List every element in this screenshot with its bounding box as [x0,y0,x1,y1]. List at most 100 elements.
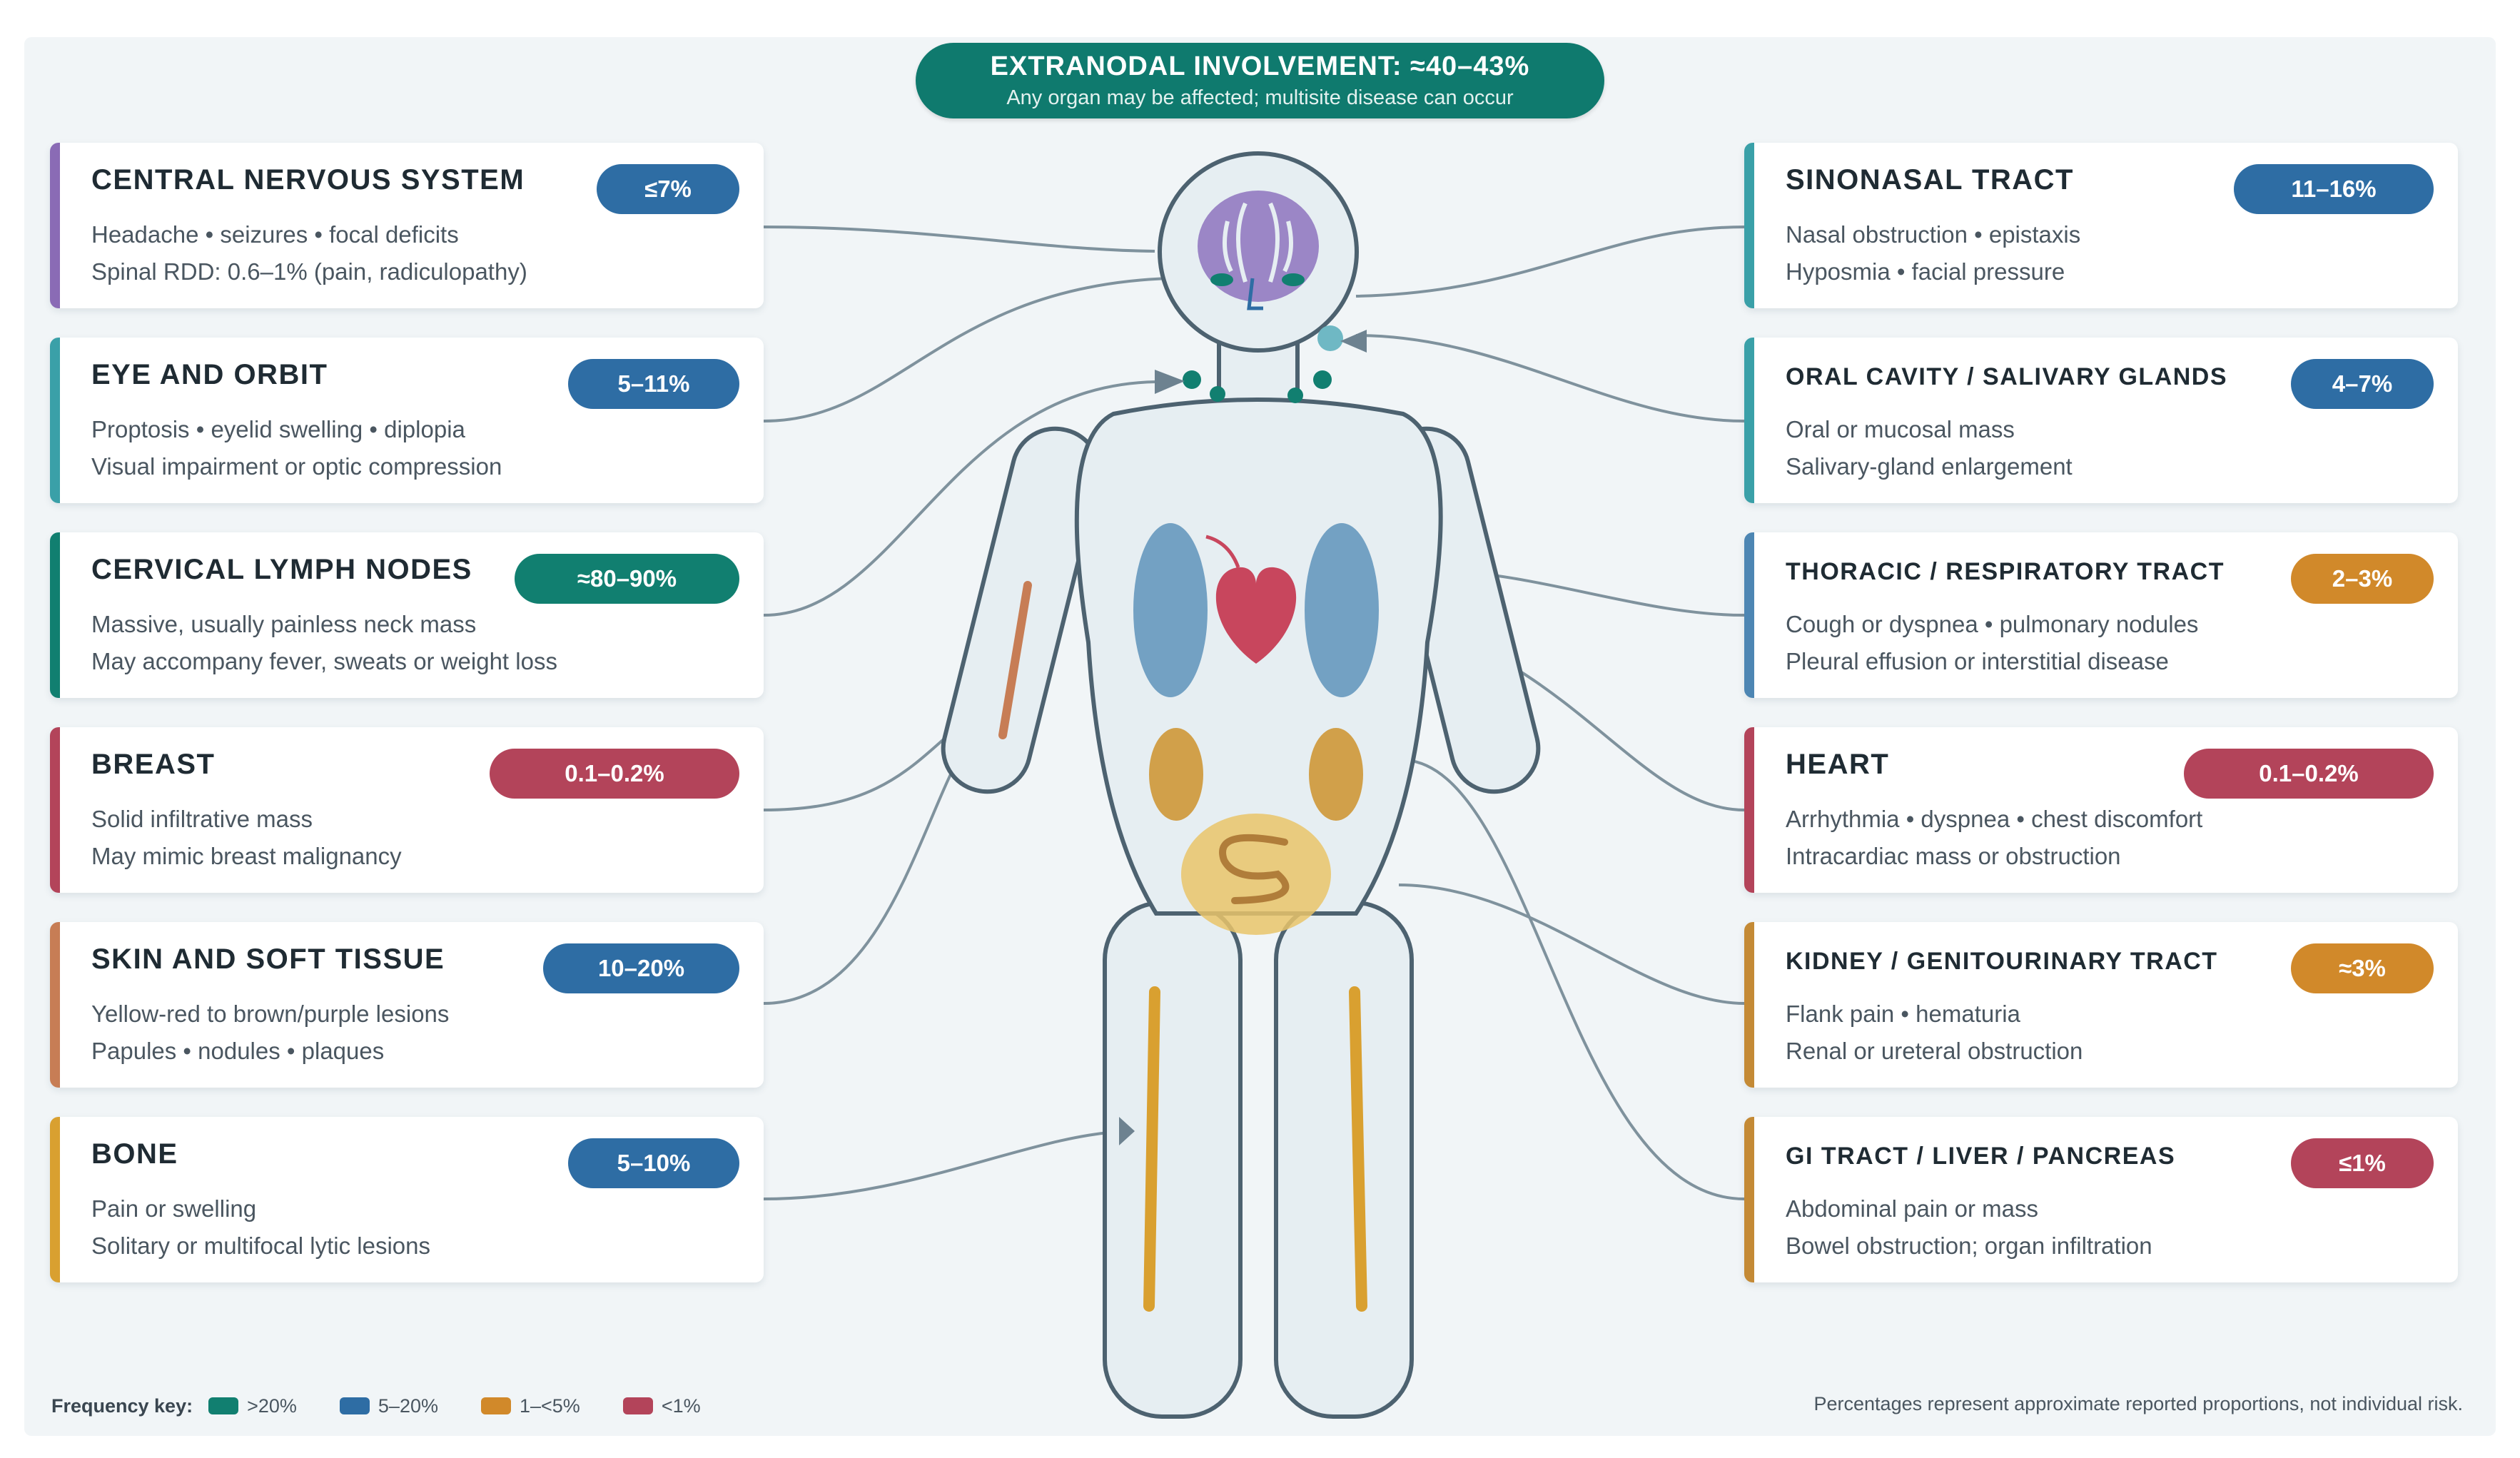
frequency-key-title: Frequency key: [51,1394,193,1417]
connector-cervical [763,380,1157,617]
card-title: HEART [1786,749,1890,780]
header-title: EXTRANODAL INVOLVEMENT: ≈40–43% [990,51,1530,81]
key-item: 5–20% [339,1394,438,1417]
card-title: ORAL CAVITY / SALIVARY GLANDS [1786,363,2228,390]
card-heart: HEART 0.1–0.2% Arrhythmia • dyspnea • ch… [1744,727,2458,893]
lymph-node [1210,386,1225,402]
card-title: SKIN AND SOFT TISSUE [91,943,445,975]
card-detail: Intracardiac mass or obstruction [1786,843,2121,869]
key-item: >20% [208,1395,297,1417]
connector-oral [1355,334,1745,422]
card-title: BREAST [91,749,216,780]
connector-eye [763,277,1171,422]
key-label: 1–<5% [519,1394,580,1417]
card-detail: Solid infiltrative mass [91,806,313,832]
connector-kidney [1398,884,1745,1005]
card-detail: Spinal RDD: 0.6–1% (pain, radiculopathy) [91,258,527,285]
right-bone-mark [1349,986,1367,1312]
card-detail: Solitary or multifocal lytic lesions [91,1232,430,1259]
card-detail: Massive, usually painless neck mass [91,611,477,637]
left-kidney [1149,728,1203,821]
card-kidney-genitourinary-tract: KIDNEY / GENITOURINARY TRACT ≈3% Flank p… [1744,922,2458,1088]
frequency-badge: 5–10% [568,1138,739,1188]
card-skin-and-soft-tissue: SKIN AND SOFT TISSUE 10–20% Yellow-red t… [50,922,764,1088]
card-detail: Oral or mucosal mass [1786,416,2015,442]
card-detail: Renal or ureteral obstruction [1786,1038,2083,1064]
card-detail: Headache • seizures • focal deficits [91,221,459,248]
card-detail: Pain or swelling [91,1195,257,1222]
card-detail: Bowel obstruction; organ infiltration [1786,1232,2152,1259]
nose-icon [1247,278,1263,310]
card-detail: Papules • nodules • plaques [91,1038,385,1064]
card-detail: Flank pain • hematuria [1786,1001,2020,1027]
card-detail: Cough or dyspnea • pulmonary nodules [1786,611,2199,637]
connector-bone [763,1130,1128,1200]
arrow-cervical-icon [1155,370,1185,394]
right-leg [1274,901,1414,1419]
frequency-badge: 0.1–0.2% [490,749,739,799]
card-bone: BONE 5–10% Pain or swelling Solitary or … [50,1117,764,1282]
right-lung [1305,523,1379,697]
frequency-badge: 4–7% [2291,359,2434,409]
swatch-red [622,1397,653,1414]
frequency-badge: ≤7% [597,164,739,214]
left-lung [1133,523,1208,697]
eye-right-mark [1282,273,1305,286]
frequency-badge: ≈80–90% [515,554,739,604]
frequency-badge: 2–3% [2291,554,2434,604]
card-title: CERVICAL LYMPH NODES [91,554,472,585]
card-title: KIDNEY / GENITOURINARY TRACT [1786,948,2218,975]
card-detail: Hyposmia • facial pressure [1786,258,2065,285]
card-detail: Arrhythmia • dyspnea • chest discomfort [1786,806,2203,832]
card-detail: Pleural effusion or interstitial disease [1786,648,2169,674]
card-cervical-lymph-nodes: CERVICAL LYMPH NODES ≈80–90% Massive, us… [50,532,764,698]
card-oral-cavity-salivary-glands: ORAL CAVITY / SALIVARY GLANDS 4–7% Oral … [1744,338,2458,503]
skin-lesion-mark [998,581,1032,739]
card-sinonasal-tract: SINONASAL TRACT 11–16% Nasal obstruction… [1744,143,2458,308]
lymph-node [1183,370,1201,389]
card-detail: Nasal obstruction • epistaxis [1786,221,2081,248]
key-item: 1–<5% [480,1394,580,1417]
card-title: CENTRAL NERVOUS SYSTEM [91,164,525,196]
right-kidney [1309,728,1363,821]
frequency-badge: ≈3% [2291,943,2434,993]
card-breast: BREAST 0.1–0.2% Solid infiltrative mass … [50,727,764,893]
heart-icon [1215,567,1297,664]
connector-gi [1405,759,1745,1200]
card-detail: Proptosis • eyelid swelling • diplopia [91,416,465,442]
card-detail: Yellow-red to brown/purple lesions [91,1001,450,1027]
card-title: THORACIC / RESPIRATORY TRACT [1786,558,2225,585]
card-detail: Salivary-gland enlargement [1786,453,2073,480]
card-title: SINONASAL TRACT [1786,164,2074,196]
swatch-blue [339,1397,370,1414]
swatch-teal [208,1397,239,1414]
card-detail: Visual impairment or optic compression [91,453,502,480]
key-label: 5–20% [378,1394,438,1417]
key-label: >20% [247,1394,297,1417]
key-label: <1% [661,1394,701,1417]
card-central-nervous-system: CENTRAL NERVOUS SYSTEM ≤7% Headache • se… [50,143,764,308]
card-title: GI TRACT / LIVER / PANCREAS [1786,1143,2176,1170]
arrow-oral-icon [1340,330,1367,353]
lymph-node [1287,388,1303,403]
frequency-badge: ≤1% [2291,1138,2434,1188]
card-thoracic-respiratory-tract: THORACIC / RESPIRATORY TRACT 2–3% Cough … [1744,532,2458,698]
eye-left-mark [1210,273,1233,286]
swatch-orange [480,1397,511,1414]
connector-cns [763,226,1155,253]
card-title: BONE [91,1138,178,1170]
frequency-badge: 5–11% [568,359,739,409]
frequency-badge: 11–16% [2234,164,2434,214]
card-title: EYE AND ORBIT [91,359,328,390]
lymph-node [1313,370,1332,389]
left-bone-mark [1143,986,1160,1312]
arrow-bone-icon [1119,1117,1135,1145]
left-leg [1103,901,1243,1419]
frequency-badge: 10–20% [543,943,739,993]
card-detail: May accompany fever, sweats or weight lo… [91,648,557,674]
frequency-key: Frequency key: >20% 5–20% 1–<5% <1% [51,1392,744,1420]
header-subtitle: Any organ may be affected; multisite dis… [1006,86,1514,109]
salivary-gland-mark [1317,325,1343,351]
card-eye-and-orbit: EYE AND ORBIT 5–11% Proptosis • eyelid s… [50,338,764,503]
